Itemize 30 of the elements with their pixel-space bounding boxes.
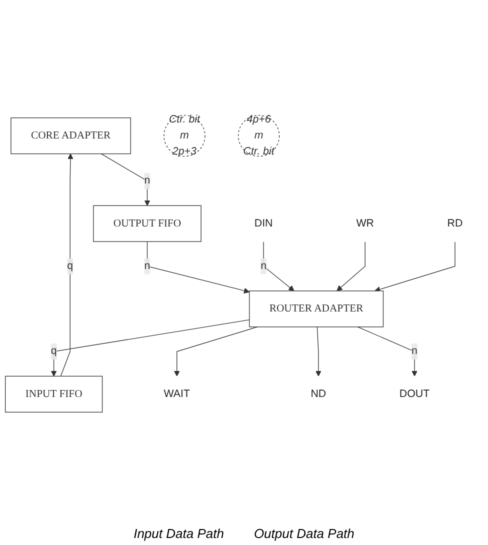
node-text: DIN xyxy=(254,218,273,229)
node-text: WAIT xyxy=(164,388,190,400)
node-text: DOUT xyxy=(399,388,430,400)
edge-label: q xyxy=(67,260,74,272)
arrow xyxy=(174,326,258,376)
edge-label: n xyxy=(144,174,150,186)
arrow xyxy=(100,153,150,206)
edge-label: n xyxy=(144,260,150,272)
node-circle: 4p+6 m Ctr. bit xyxy=(238,114,280,157)
path-label: Input Data Path xyxy=(134,526,224,541)
edge-label: n xyxy=(260,260,267,272)
edge-label: n xyxy=(412,346,418,357)
arrow xyxy=(374,241,456,292)
arrow xyxy=(357,326,418,376)
node-text: WR xyxy=(356,218,374,229)
node-box: INPUT FIFO xyxy=(5,376,103,413)
node-box: OUTPUT FIFO xyxy=(93,205,202,242)
arrow xyxy=(60,154,74,377)
arrow xyxy=(336,241,366,292)
edge-label: q xyxy=(50,346,57,357)
node-box: CORE ADAPTER xyxy=(10,117,131,154)
path-label: Output Data Path xyxy=(254,526,354,541)
arrow xyxy=(263,241,294,292)
node-text: RD xyxy=(447,218,463,229)
node-box: ROUTER ADAPTER xyxy=(249,290,384,328)
node-circle: Ctr. bit m 2p+3 xyxy=(164,114,206,157)
arrow xyxy=(316,326,322,376)
arrow xyxy=(50,319,250,376)
arrow xyxy=(146,241,250,294)
node-text: ND xyxy=(310,388,326,400)
